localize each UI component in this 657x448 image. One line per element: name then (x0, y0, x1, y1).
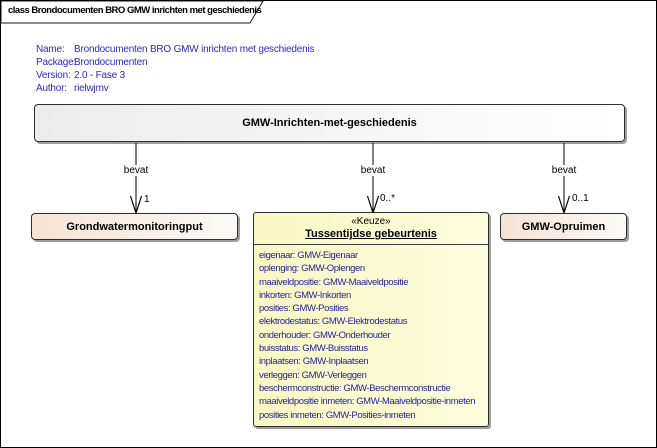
attribute: maaiveldpositie inmeten: GMW-Maaiveldpos… (259, 396, 476, 408)
association-label-bevat: bevat (351, 165, 395, 176)
attribute: beschermconstructie: GMW-Beschermconstru… (259, 382, 451, 394)
association-label-bevat: bevat (542, 165, 586, 176)
attribute: maaiveldpositie: GMW-Maaiveldpositie (259, 276, 409, 288)
attribute: buisstatus: GMW-Buisstatus (259, 343, 368, 355)
property-label: Package: (36, 57, 77, 68)
property-row: Version: 2.0 - Fase 3 (36, 69, 314, 82)
attribute: onderhouder: GMW-Onderhouder (259, 329, 391, 341)
multiplicity-label: 0..1 (572, 193, 589, 204)
class-grondwatermonitoringput[interactable]: Grondwatermonitoringput (31, 213, 238, 240)
class-header: «Keuze» Tussentijdse gebeurtenis (254, 213, 488, 245)
multiplicity-label: 0..* (380, 193, 396, 204)
property-row: Package: Brondocumenten (36, 56, 314, 69)
attribute: elektrodestatus: GMW-Elektrodestatus (259, 316, 408, 328)
attribute: posities inmeten: GMW-Posities-inmeten (259, 409, 416, 421)
attribute: posities: GMW-Posities (259, 303, 349, 315)
property-row: Author: rielwjmv (36, 82, 314, 95)
attribute: eigenaar: GMW-Eigenaar (259, 250, 358, 261)
association-connector-left[interactable] (124, 143, 148, 214)
property-value: Brondocumenten (74, 57, 148, 68)
class-title: GMW-Inrichten-met-geschiedenis (242, 117, 417, 129)
attribute: oplenging: GMW-Oplengen (259, 263, 365, 275)
class-title: Tussentijdse gebeurtenis (305, 228, 437, 240)
class-title: GMW-Opruimen (521, 220, 606, 233)
class-tussentijdse-gebeurtenis[interactable]: «Keuze» Tussentijdse gebeurtenis eigenaa… (253, 212, 489, 427)
property-value: Brondocumenten BRO GMW inrichten met ges… (74, 44, 315, 55)
attributes-list: eigenaar: GMW-Eigenaar oplenging: GMW-Op… (254, 245, 488, 426)
stereotype-label: «Keuze» (351, 216, 391, 227)
property-row: Name: Brondocumenten BRO GMW inrichten m… (36, 43, 315, 56)
frame-tab-label: class Brondocumenten BRO GMW inrichten m… (8, 5, 262, 16)
association-label-bevat: bevat (114, 165, 158, 176)
attribute: inplaatsen: GMW-Inplaatsen (259, 356, 369, 368)
property-value: 2.0 - Fase 3 (74, 70, 125, 81)
attribute: verleggen: GMW-Verleggen (259, 369, 367, 381)
class-gmw-inrichten-met-geschiedenis[interactable]: GMW-Inrichten-met-geschiedenis (34, 104, 625, 142)
class-gmw-opruimen[interactable]: GMW-Opruimen (500, 213, 627, 240)
multiplicity-label: 1 (144, 194, 150, 205)
property-label: Name: (36, 44, 65, 55)
attribute: inkorten: GMW-Inkorten (259, 289, 351, 301)
property-label: Version: (36, 70, 71, 81)
class-title: Grondwatermonitoringput (66, 220, 203, 233)
association-connector-right[interactable] (552, 143, 576, 214)
property-value: rielwjmv (74, 83, 109, 94)
association-connector-middle[interactable] (361, 143, 385, 214)
frame-tab (1, 1, 264, 24)
property-label: Author: (36, 83, 67, 94)
diagram-properties: Name: Brondocumenten BRO GMW inrichten m… (36, 43, 315, 95)
